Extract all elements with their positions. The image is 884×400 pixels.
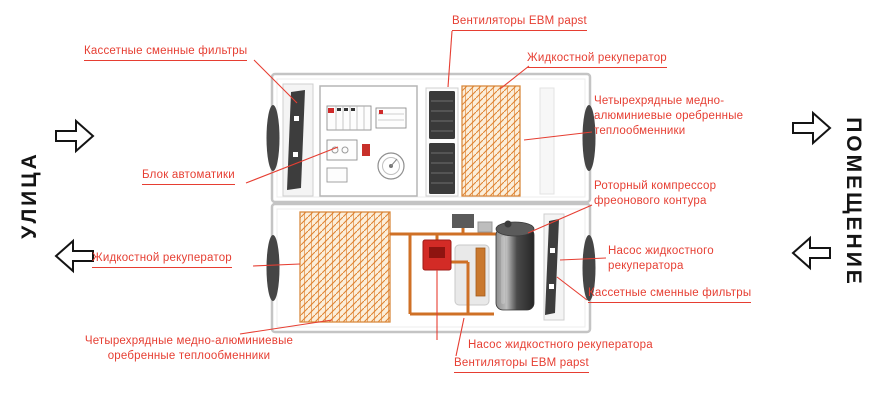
leader-heat-exchangers-bottom: [239, 319, 333, 335]
label-rotary-compressor: Роторный компрессор фреонового контура: [594, 180, 717, 208]
liquid-recuperator-coil-exhaust: [299, 211, 391, 323]
junction-box: [452, 214, 474, 228]
leader-liquid-recuperator-top: [499, 65, 530, 90]
red-switch: [362, 144, 370, 156]
filter-cassette-dark-strip: [545, 219, 559, 315]
label-filters-right: Кассетные сменные фильтры: [588, 286, 752, 304]
label-heat-exchangers-right: Четырехрядные медно- алюминиевые оребрен…: [594, 95, 744, 138]
leader-pump-right: [559, 257, 607, 261]
room-side-label: ПОМЕЩЕНИЕ: [842, 117, 865, 287]
rotary-compressor-cylinder: [495, 220, 535, 311]
airflow-arrow-supply: [792, 110, 832, 146]
label-pump-right: Насос жидкостного рекуператора: [608, 245, 714, 273]
label-fans-top: Вентиляторы EBM papst: [452, 14, 587, 32]
refrigerant-circuit: [390, 214, 535, 316]
airflow-arrow-return: [791, 235, 831, 271]
label-liquid-recuperator-bottom: Жидкостной рекуператор: [92, 251, 232, 269]
leader-lines: [239, 30, 607, 357]
duct-opening-left-bottom: [266, 235, 280, 301]
duct-opening-right-bottom: [582, 235, 596, 301]
leader-filters-top: [253, 59, 298, 104]
fan-block-upper: [429, 91, 455, 139]
top-right-panel-seam: [539, 87, 555, 195]
leader-automation-block: [245, 146, 339, 184]
duct-opening-right-top: [582, 105, 596, 171]
street-side-label: УЛИЦА: [18, 151, 41, 239]
label-fans-bottom: Вентиляторы EBM papst: [454, 356, 589, 374]
leader-liquid-recuperator-bottom: [252, 263, 301, 267]
airflow-arrow-intake: [55, 118, 95, 154]
fan-block-lower: [429, 143, 455, 194]
leader-filters-right: [556, 276, 588, 301]
leader-heat-exchangers-right: [523, 131, 593, 141]
leader-fans-bottom: [455, 317, 465, 357]
label-filters-top: Кассетные сменные фильтры: [84, 44, 248, 62]
supply-filter: [282, 83, 314, 197]
label-automation-block: Блок автоматики: [142, 168, 235, 186]
control-cabinet: [319, 85, 418, 197]
recuperator-pump: [422, 239, 452, 271]
label-liquid-recuperator-top: Жидкостной рекуператор: [527, 51, 667, 69]
leader-fans-top: [447, 30, 453, 88]
relay-module: [375, 107, 407, 129]
duct-opening-left-top: [266, 105, 280, 171]
breaker-red-flag: [328, 108, 334, 113]
label-heat-exchangers-bottom: Четырехрядные медно-алюминиевые оребренн…: [84, 335, 294, 363]
airflow-arrows: [54, 110, 832, 274]
duct-openings: [266, 105, 596, 301]
airflow-arrow-exhaust: [54, 238, 94, 274]
supply-fans: [425, 87, 459, 197]
label-pump-bottom: Насос жидкостного рекуператора: [468, 339, 653, 351]
exhaust-filter: [543, 213, 565, 321]
liquid-recuperator-coil-supply: [461, 85, 521, 197]
copper-riser: [475, 247, 486, 297]
leader-rotary-compressor: [527, 204, 593, 234]
